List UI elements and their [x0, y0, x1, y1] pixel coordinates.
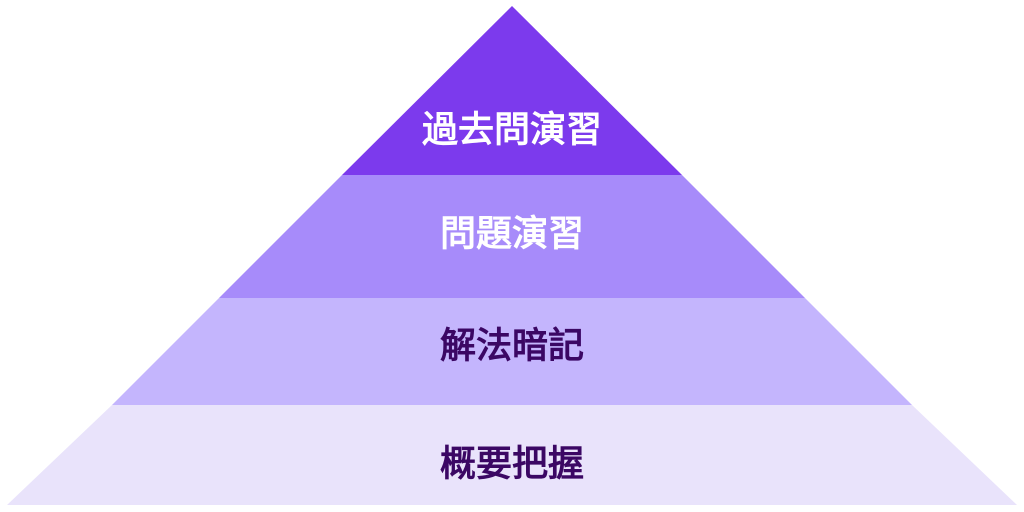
pyramid-tier-2-label: 問題演習 [440, 214, 584, 255]
pyramid-tier-2: 問題演習 [219, 175, 805, 298]
pyramid-tier-2-shape [219, 175, 805, 298]
pyramid-tier-3-shape [112, 298, 912, 405]
pyramid-tier-1-shape [342, 6, 682, 175]
pyramid-tier-3: 解法暗記 [112, 298, 912, 405]
pyramid-tier-4: 概要把握 [7, 405, 1017, 505]
pyramid-tier-4-shape [7, 405, 1017, 505]
pyramid-tier-1-label: 過去問演習 [422, 110, 602, 151]
pyramid-tier-3-label: 解法暗記 [440, 326, 584, 367]
pyramid-tier-4-label: 概要把握 [440, 444, 584, 485]
pyramid-tier-1: 過去問演習 [342, 6, 682, 175]
